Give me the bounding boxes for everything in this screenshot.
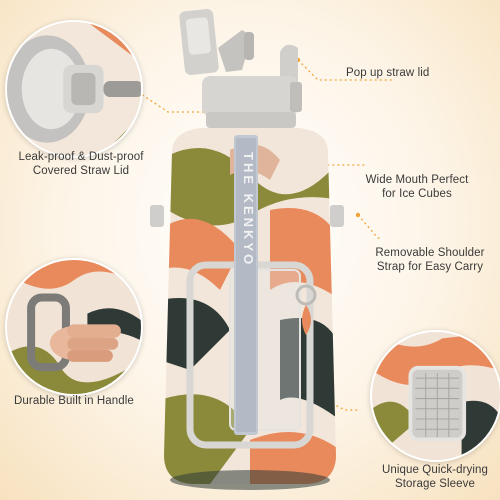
label-leak-proof-line2: Covered Straw Lid: [32, 165, 130, 177]
label-sleeve-line2: Storage Sleeve: [394, 478, 476, 490]
label-pop-up-straw-lid: Pop up straw lid: [346, 66, 429, 80]
water-bottle: [130, 0, 370, 500]
label-wide-mouth-line2: for Ice Cubes: [382, 188, 452, 200]
label-handle-text: Durable Built in Handle: [14, 395, 134, 407]
label-wide-mouth: Wide Mouth Perfect for Ice Cubes: [352, 173, 482, 201]
label-shoulder-strap: Removable Shoulder Strap for Easy Carry: [364, 246, 496, 274]
label-pop-up-straw-lid-text: Pop up straw lid: [346, 67, 430, 79]
label-shoulder-line2: Strap for Easy Carry: [376, 261, 484, 273]
label-shoulder-line1: Removable Shoulder: [375, 247, 485, 259]
storage-sleeve-closeup-icon: [370, 330, 500, 462]
brand-logo: THE KENKYO: [241, 152, 256, 268]
label-sleeve-line1: Unique Quick-drying: [381, 464, 489, 476]
label-leak-proof-lid: Leak-proof & Dust-proof Covered Straw Li…: [2, 150, 160, 178]
label-leak-proof-line1: Leak-proof & Dust-proof: [18, 151, 144, 163]
label-built-in-handle: Durable Built in Handle: [14, 394, 134, 408]
label-wide-mouth-line1: Wide Mouth Perfect: [365, 174, 469, 186]
straw-lid: [179, 8, 302, 128]
label-storage-sleeve: Unique Quick-drying Storage Sleeve: [372, 463, 498, 491]
handle-grip-closeup-icon: [5, 258, 143, 396]
straw-lid-closeup-icon: [5, 20, 143, 158]
